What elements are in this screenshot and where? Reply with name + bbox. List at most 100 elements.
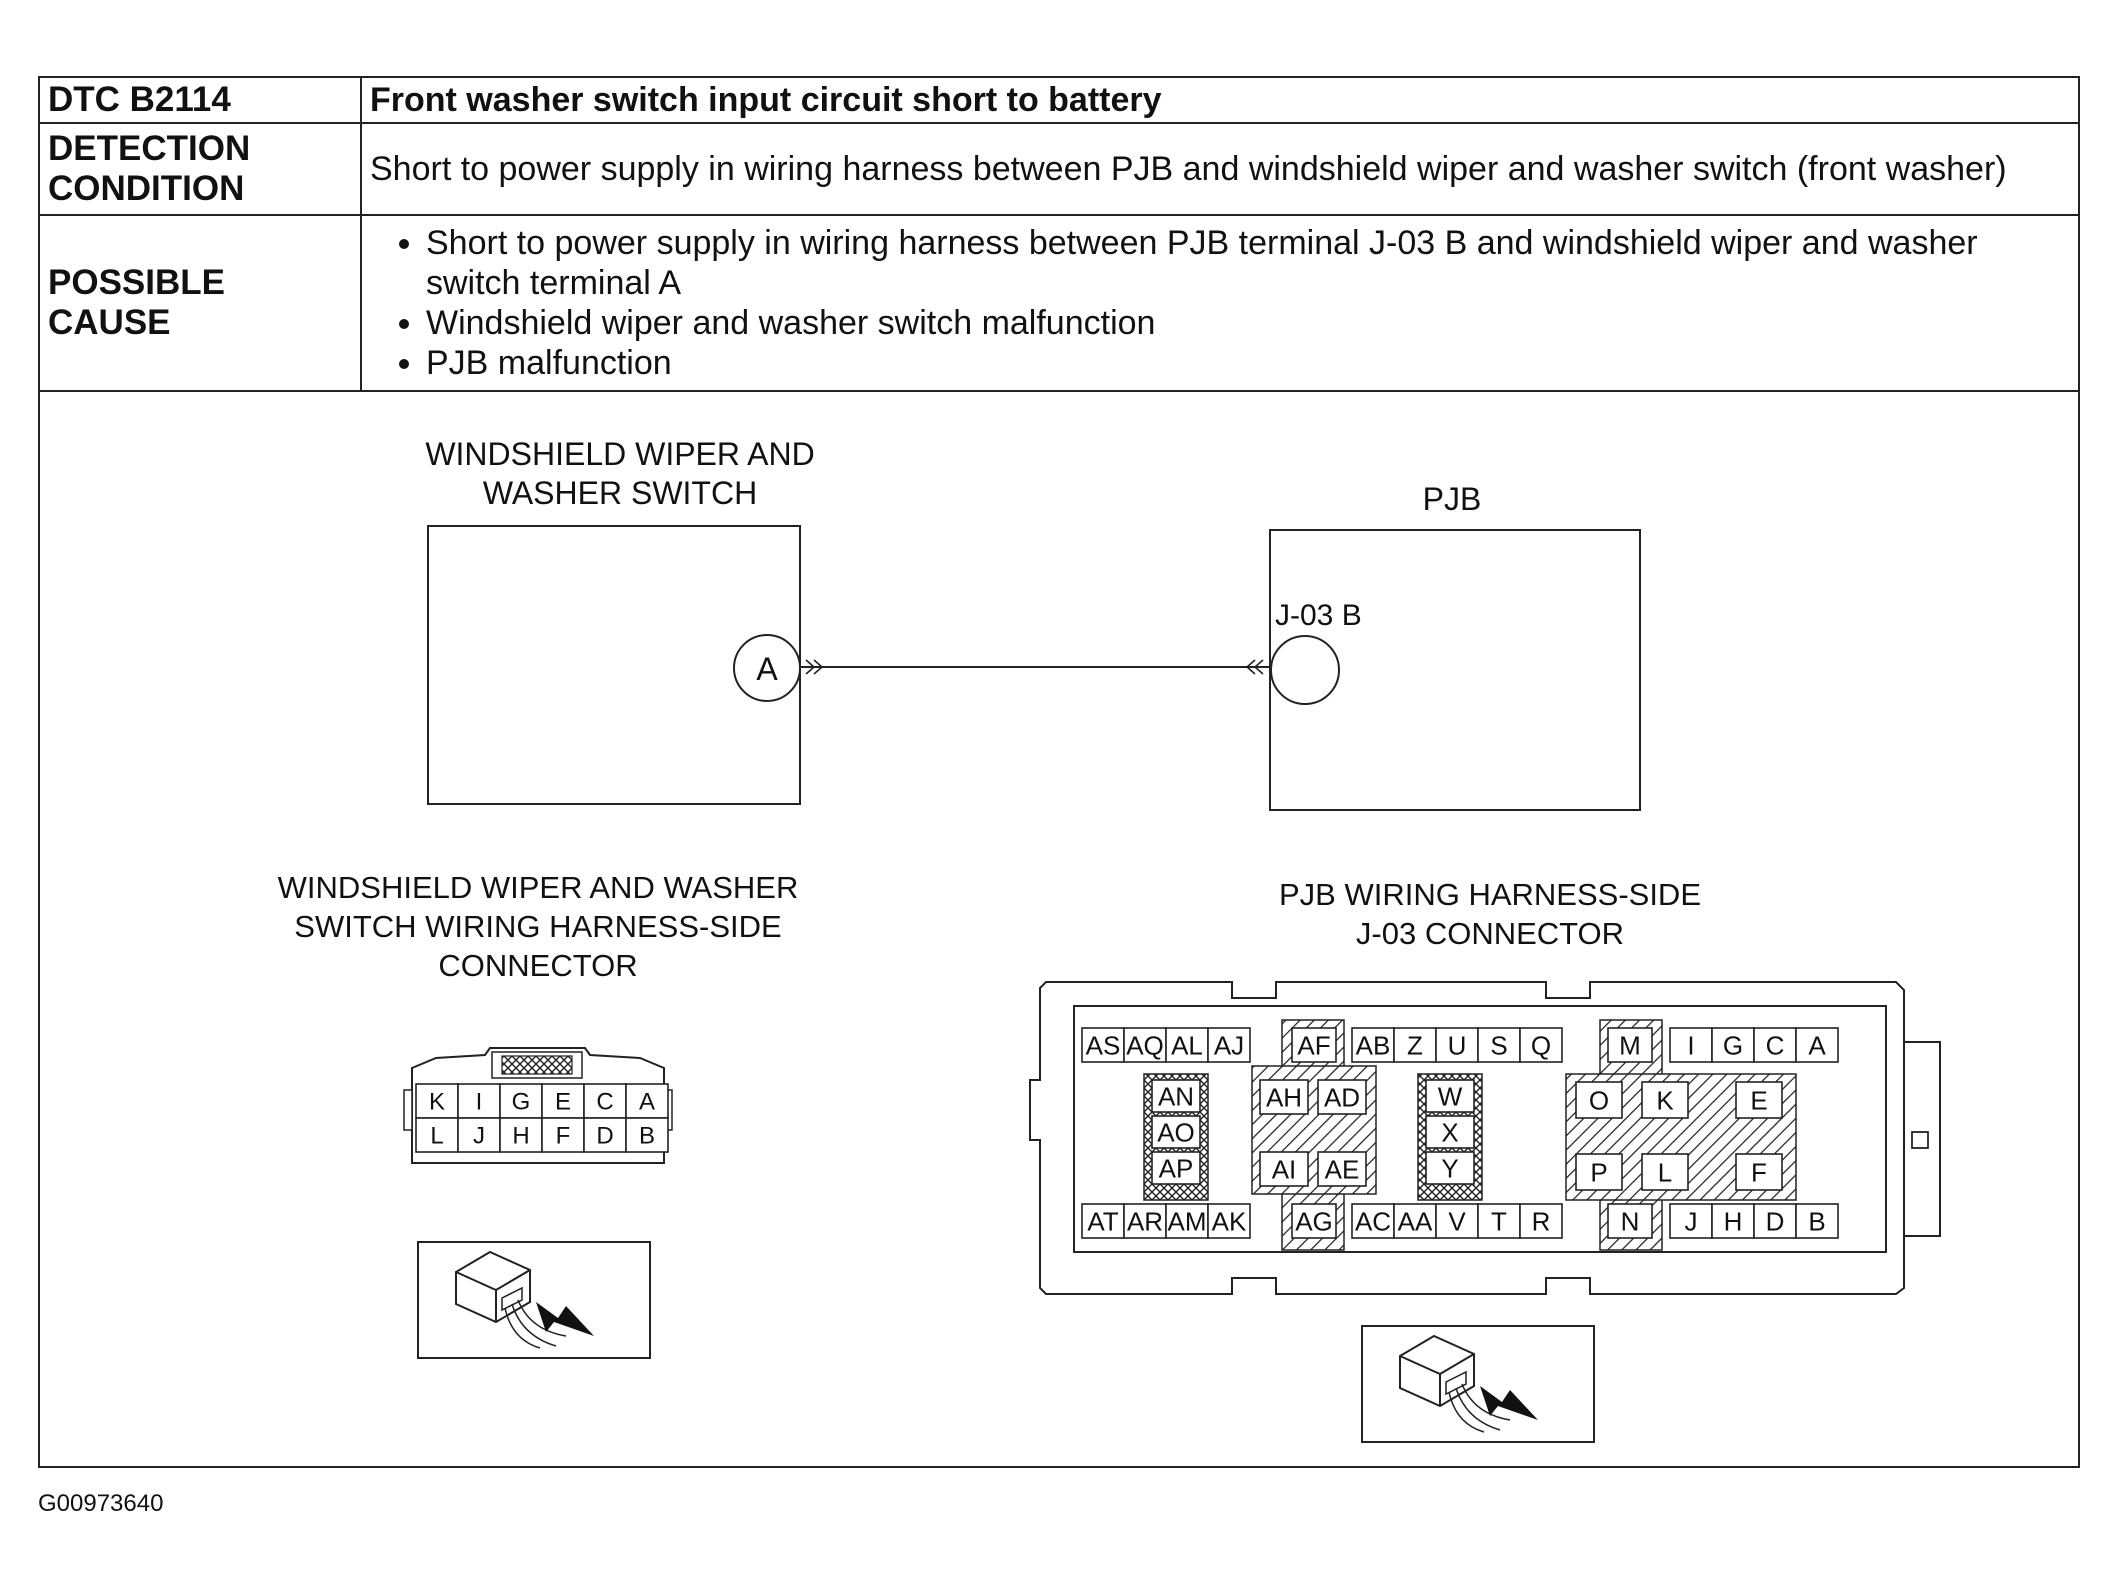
terminal-label: AR: [1127, 1206, 1163, 1236]
terminal-cell: [1259, 1151, 1309, 1187]
possible-cause-header: POSSIBLE CAUSE: [38, 214, 362, 392]
table-row: DETECTION CONDITION Short to power suppl…: [38, 122, 2080, 216]
table-row: POSSIBLE CAUSE Short to power supply in …: [38, 214, 2080, 392]
terminal-cell: [1151, 1079, 1201, 1113]
terminal-label: N: [1621, 1206, 1640, 1236]
pjb-connector-label-line2: J-03 CONNECTOR: [1356, 916, 1624, 951]
terminal-label: Z: [1407, 1030, 1423, 1060]
terminal-cell: [1317, 1079, 1367, 1115]
terminal-label: AC: [1355, 1206, 1391, 1236]
switch-connector-label-line2: SWITCH WIRING HARNESS-SIDE: [294, 909, 781, 944]
terminal-cell: [1607, 1203, 1653, 1239]
terminal-label: A: [639, 1089, 655, 1116]
switch-terminal-label: A: [756, 651, 778, 687]
terminal-label: W: [1438, 1081, 1463, 1111]
pjb-connector-label-line1: PJB WIRING HARNESS-SIDE: [1279, 877, 1701, 912]
terminal-label: G: [1723, 1030, 1743, 1060]
terminal-cell: [1393, 1203, 1437, 1239]
terminal-label: F: [556, 1123, 571, 1150]
terminal-cell: [1735, 1153, 1783, 1191]
connector-mark-right: [1245, 659, 1264, 675]
terminal-label: AB: [1356, 1030, 1391, 1060]
terminal-label: R: [1532, 1206, 1551, 1236]
possible-cause-list: Short to power supply in wiring harness …: [360, 214, 2080, 392]
terminal-cell: [1291, 1203, 1337, 1239]
terminal-label: AP: [1159, 1153, 1194, 1183]
terminal-cell: [1753, 1027, 1797, 1063]
terminal-cell: [541, 1083, 585, 1119]
terminal-label: AL: [1171, 1030, 1203, 1060]
terminal-cell: [1123, 1027, 1167, 1063]
terminal-label: O: [1589, 1085, 1609, 1115]
terminal-cell: [1317, 1151, 1367, 1187]
terminal-label: AS: [1086, 1030, 1121, 1060]
terminal-cell: [1477, 1203, 1521, 1239]
terminal-label: AH: [1266, 1082, 1302, 1112]
pjb-connector-view-icon: [1361, 1325, 1595, 1443]
terminal-label: I: [476, 1089, 483, 1116]
terminal-label: T: [1491, 1206, 1507, 1236]
terminal-label: E: [555, 1089, 571, 1116]
connector-mark-left: [805, 659, 824, 675]
terminal-label: Q: [1531, 1030, 1551, 1060]
terminal-label: AG: [1295, 1206, 1333, 1236]
terminal-cell: [1641, 1153, 1689, 1191]
terminal-cell: [625, 1083, 669, 1119]
terminal-label: AQ: [1126, 1030, 1164, 1060]
terminal-label: L: [430, 1123, 443, 1150]
terminal-label: X: [1441, 1117, 1458, 1147]
terminal-label: D: [596, 1123, 613, 1150]
terminal-label: F: [1751, 1157, 1767, 1187]
terminal-label: AM: [1168, 1206, 1207, 1236]
terminal-cell: [1607, 1027, 1653, 1063]
terminal-label: S: [1490, 1030, 1507, 1060]
dtc-title: Front washer switch input circuit short …: [360, 76, 2080, 124]
switch-label-line1: WINDSHIELD WIPER AND: [425, 436, 814, 472]
list-item: PJB malfunction: [426, 343, 2070, 383]
terminal-cell: [457, 1117, 501, 1153]
terminal-cell: [1735, 1081, 1783, 1119]
terminal-cell: [1477, 1027, 1521, 1063]
terminal-label: Y: [1441, 1153, 1458, 1183]
terminal-cell: [1151, 1151, 1201, 1185]
terminal-cell: [1291, 1027, 1337, 1063]
terminal-label: A: [1808, 1030, 1826, 1060]
terminal-cell: [1641, 1081, 1689, 1119]
terminal-label: AJ: [1214, 1030, 1244, 1060]
list-item: Windshield wiper and washer switch malfu…: [426, 303, 2070, 343]
terminal-label: E: [1750, 1085, 1767, 1115]
terminal-label: AD: [1324, 1082, 1360, 1112]
terminal-cell: [1165, 1203, 1209, 1239]
terminal-label: AE: [1325, 1154, 1360, 1184]
terminal-label: AK: [1212, 1206, 1247, 1236]
terminal-label: B: [639, 1123, 655, 1150]
detection-condition-text: Short to power supply in wiring harness …: [360, 122, 2080, 216]
terminal-cell: [583, 1117, 627, 1153]
terminal-label: M: [1619, 1030, 1641, 1060]
table-row: DTC B2114 Front washer switch input circ…: [38, 76, 2080, 124]
terminal-cell: [415, 1083, 459, 1119]
switch-connector-label-line3: CONNECTOR: [438, 948, 637, 983]
terminal-label: H: [512, 1123, 529, 1150]
terminal-label: AA: [1398, 1206, 1433, 1236]
dtc-table: DTC B2114 Front washer switch input circ…: [38, 76, 2080, 392]
terminal-cell: [1151, 1115, 1201, 1149]
terminal-cell: [1425, 1151, 1475, 1185]
terminal-label: D: [1766, 1206, 1785, 1236]
pjb-label: PJB: [1423, 481, 1482, 517]
terminal-cell: [1795, 1203, 1839, 1239]
terminal-cell: [625, 1117, 669, 1153]
terminal-cell: [1795, 1027, 1839, 1063]
terminal-cell: [1519, 1203, 1563, 1239]
terminal-label: J: [473, 1123, 485, 1150]
terminal-cell: [1207, 1203, 1251, 1239]
terminal-label: B: [1808, 1206, 1825, 1236]
terminal-label: L: [1658, 1157, 1672, 1187]
list-item: Short to power supply in wiring harness …: [426, 223, 2070, 303]
terminal-label: H: [1724, 1206, 1743, 1236]
terminal-cell: [1207, 1027, 1251, 1063]
terminal-label: AF: [1297, 1030, 1330, 1060]
terminal-label: C: [596, 1089, 613, 1116]
switch-label-line2: WASHER SWITCH: [483, 475, 757, 511]
